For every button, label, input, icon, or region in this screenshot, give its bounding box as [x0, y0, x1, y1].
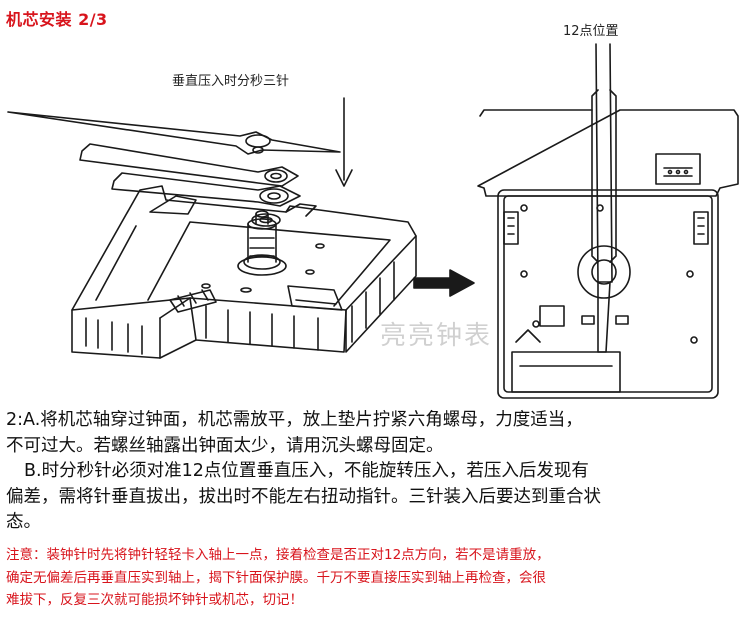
transition-arrow-icon [414, 270, 474, 296]
step-a-line: 不可过大。若螺丝轴露出钟面太少，请用沉头螺母固定。 [6, 434, 746, 460]
clock-movement-exploded [8, 98, 416, 358]
second-hand-icon [8, 112, 340, 154]
step-b-line: B.时分秒针必须对准12点位置垂直压入，不能旋转压入，若压入后发现有 [6, 459, 746, 485]
notice-line: 确定无偏差后再垂直压实到轴上，揭下针面保护膜。千万不要直接压实到轴上再检查，会很 [6, 567, 746, 590]
press-hands-callout: 垂直压入时分秒三针 [172, 70, 289, 89]
twelve-oclock-callout: 12点位置 [563, 20, 619, 39]
step-a-line: 2:A.将机芯轴穿过钟面，机芯需放平，放上垫片拧紧六角螺母，力度适当， [6, 408, 746, 434]
notice-line: 难拔下，反复三次就可能损坏钟针或机芯，切记！ [6, 589, 746, 612]
notice-line: 注意：装钟针时先将钟针轻轻卡入轴上一点，接着检查是否正对12点方向，若不是请重放… [6, 544, 746, 567]
installation-instructions: 2:A.将机芯轴穿过钟面，机芯需放平，放上垫片拧紧六角螺母，力度适当， 不可过大… [6, 408, 746, 536]
clock-movement-assembled [478, 44, 738, 398]
hands-hub-icon [578, 246, 630, 298]
step-b-line: 态。 [6, 510, 746, 536]
step-b-line: 偏差，需将针垂直拔出，拔出时不能左右扭动指针。三针装入后要达到重合状 [6, 485, 746, 511]
installation-diagram [0, 0, 750, 400]
watermark: 亮亮钟表 [380, 315, 492, 352]
caution-notice: 注意：装钟针时先将钟针轻轻卡入轴上一点，接着检查是否正对12点方向，若不是请重放… [6, 544, 746, 612]
